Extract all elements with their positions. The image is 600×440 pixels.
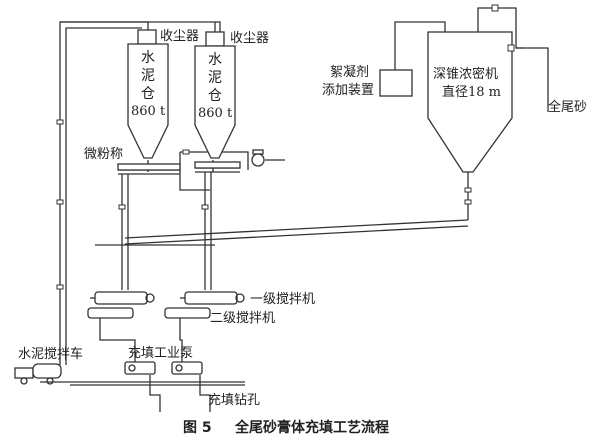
thickener-label-line-1: 深锥浓密机 [433,66,498,82]
screw-conveyor-2 [194,161,241,169]
fill-drill-hole [159,400,211,412]
full-tailings-label: 全尾砂 [548,99,587,115]
silo-2-name-char-1: 水 [208,52,222,68]
silo-2-name-char-3: 仓 [208,88,222,104]
fill-hole-label: 充填钻孔 [208,392,260,408]
figure-number: 图 5 [183,420,212,436]
silo-1-name-char-2: 泥 [141,68,155,84]
powder-scale-label: 微粉称 [84,147,123,162]
deep-cone-thickener [427,31,513,173]
silo-2-capacity: 860 t [198,106,233,121]
dust-collector-2 [205,31,225,47]
fill-pump-1 [124,361,156,375]
silo-1-capacity: 860 t [131,104,166,119]
secondary-mixer-2 [164,307,211,319]
dust-collector-1 [137,29,157,45]
fill-pump-label: 充填工业泵 [128,345,193,361]
flocculant-dosing-device [379,69,413,97]
secondary-mixer-label: 二级搅拌机 [210,310,275,326]
silo-2-name-char-2: 泥 [208,70,222,86]
cement-truck [14,363,62,385]
labels: 收尘器 收尘器 水 泥 仓 860 t 水 泥 仓 860 t 絮凝剂 添加装置… [18,29,587,408]
primary-mixer-2 [180,291,245,305]
valve-markers [56,4,515,290]
water-pump-unit [251,149,265,167]
dust-collector-1-label: 收尘器 [160,29,199,44]
thickener-label-line-2: 直径18 m [442,85,501,100]
silo-1-name-char-1: 水 [141,50,155,66]
primary-mixer-label: 一级搅拌机 [250,291,315,307]
dust-collector-2-label: 收尘器 [230,31,269,46]
screw-conveyor-1 [117,163,181,171]
primary-mixer-1 [90,291,155,305]
cement-silo-2 [194,45,236,159]
figure-caption: 图 5 全尾砂膏体充填工艺流程 [183,419,389,436]
cement-truck-label: 水泥搅拌车 [18,346,83,362]
flocculant-label-line-2: 添加装置 [322,83,374,98]
figure-title: 全尾砂膏体充填工艺流程 [234,419,389,436]
cement-silo-1 [127,43,169,159]
silo-1-name-char-3: 仓 [141,86,155,102]
fill-pump-2 [171,361,203,375]
secondary-mixer-1 [87,307,134,319]
flocculant-label-line-1: 絮凝剂 [330,64,369,80]
